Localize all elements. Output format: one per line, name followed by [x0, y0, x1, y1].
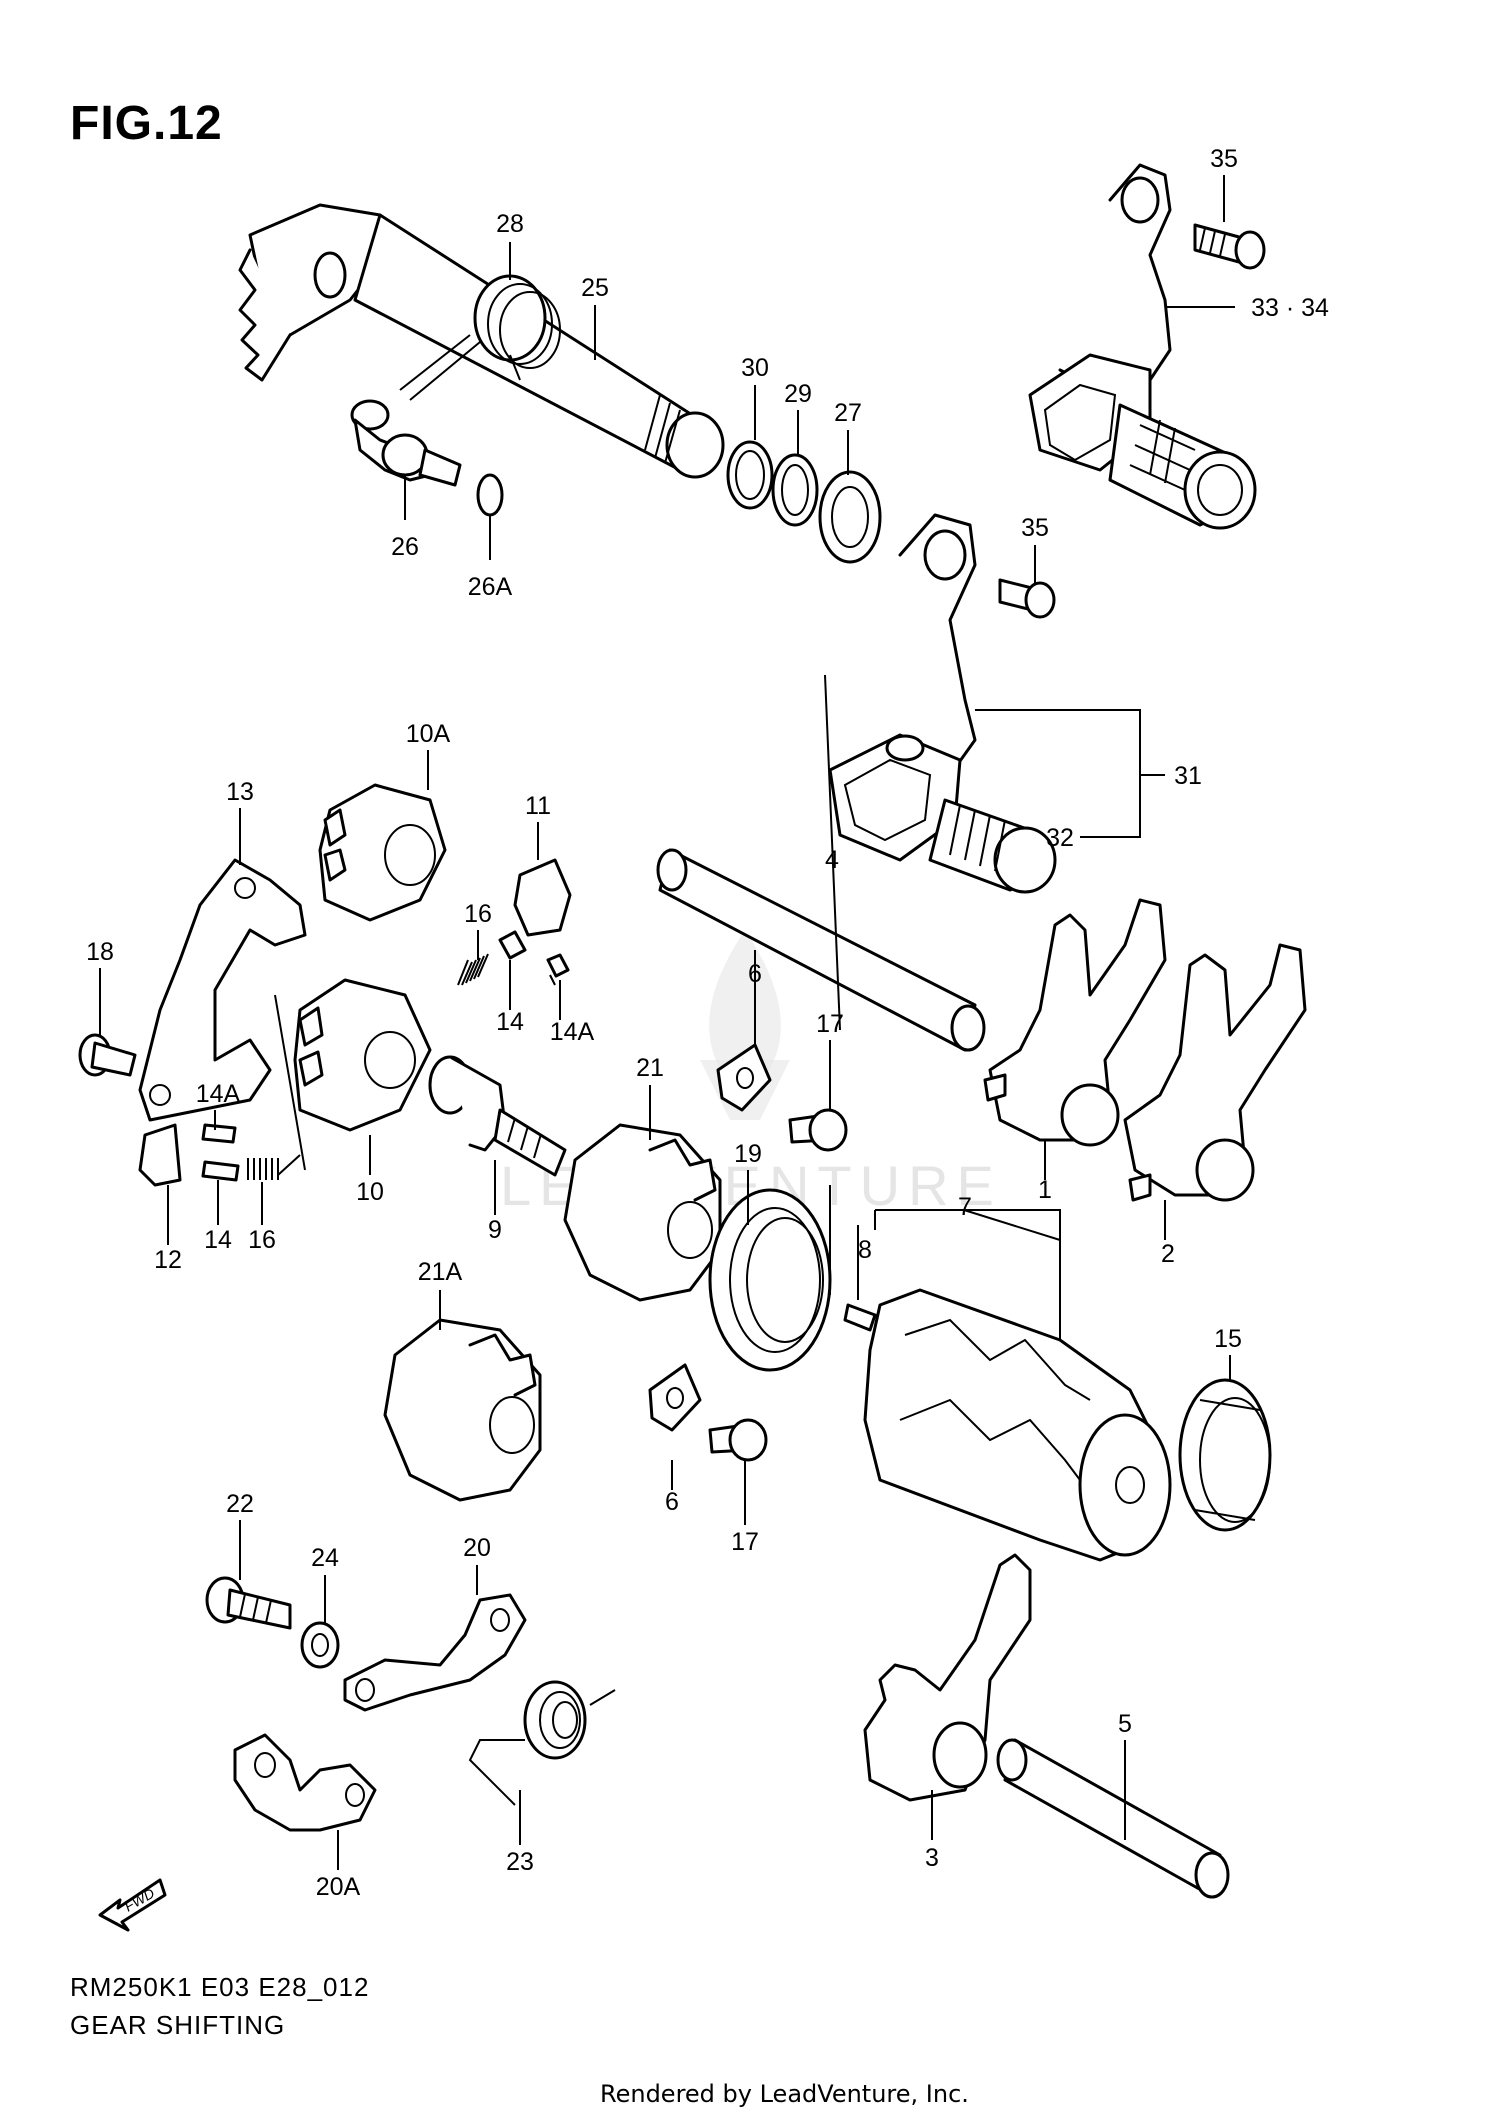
- part-11-pawl[interactable]: [513, 858, 572, 937]
- part-21-cam-drive-gear[interactable]: [563, 1123, 722, 1302]
- callout-3[interactable]: 3: [925, 1844, 939, 1872]
- callout-17-lower[interactable]: 17: [731, 1528, 759, 1556]
- part-19-bearing[interactable]: [708, 1188, 832, 1372]
- part-33-34-gearshift-lever[interactable]: [1028, 163, 1257, 530]
- callout-18[interactable]: 18: [86, 938, 114, 966]
- callout-28[interactable]: 28: [496, 210, 524, 238]
- part-21a-cam-drive-gear[interactable]: [383, 1318, 542, 1502]
- part-14a-pin-lower[interactable]: [201, 1123, 237, 1144]
- part-6-stopper-plate-upper[interactable]: [716, 1043, 772, 1112]
- callout-21a[interactable]: 21A: [418, 1258, 463, 1286]
- callout-labels: 28 25 30 29 27 26 26A 35 33 · 34 35 31 3…: [86, 145, 1329, 1901]
- part-14-pin-lower[interactable]: [201, 1160, 240, 1182]
- part-25-gearshift-shaft[interactable]: [238, 203, 725, 479]
- callout-17-upper[interactable]: 17: [816, 1010, 844, 1038]
- callout-33-34[interactable]: 33 · 34: [1251, 294, 1329, 322]
- figure-title: FIG.12: [70, 97, 223, 150]
- callout-25[interactable]: 25: [581, 274, 609, 302]
- model-code: RM250K1 E03 E28_012: [70, 1972, 370, 2002]
- part-20-gear-shift-cam-stopper[interactable]: [343, 1593, 527, 1712]
- part-5-gear-shift-fork-shaft[interactable]: [996, 1738, 1230, 1899]
- part-14-pin-upper[interactable]: [498, 930, 527, 960]
- callout-24[interactable]: 24: [311, 1544, 339, 1572]
- callout-26[interactable]: 26: [391, 533, 419, 561]
- callout-14-lower[interactable]: 14: [204, 1226, 232, 1254]
- callout-27[interactable]: 27: [834, 399, 862, 427]
- callout-14a-upper[interactable]: 14A: [550, 1018, 595, 1046]
- part-7-gear-shift-cam[interactable]: [863, 1288, 1172, 1562]
- callout-22[interactable]: 22: [226, 1490, 254, 1518]
- callout-10[interactable]: 10: [356, 1178, 384, 1206]
- part-18-screw[interactable]: [78, 1033, 137, 1077]
- callout-21[interactable]: 21: [636, 1054, 664, 1082]
- part-26a-washer[interactable]: [476, 473, 504, 517]
- callout-19[interactable]: 19: [734, 1140, 762, 1168]
- part-3-gear-shift-fork[interactable]: [863, 1553, 1032, 1802]
- part-20a-gear-shift-cam-stopper[interactable]: [233, 1733, 377, 1832]
- part-17-screw-lower[interactable]: [708, 1418, 768, 1462]
- part-17-screw-upper[interactable]: [788, 1108, 848, 1152]
- callout-13[interactable]: 13: [226, 778, 254, 806]
- callout-9[interactable]: 9: [488, 1216, 502, 1244]
- callout-6-upper[interactable]: 6: [748, 960, 762, 988]
- part-22-bolt[interactable]: [205, 1576, 292, 1630]
- part-10a-cam-driven-gear[interactable]: [318, 783, 447, 922]
- callout-16-lower[interactable]: 16: [248, 1226, 276, 1254]
- part-31-gearshift-lever-assy[interactable]: [828, 513, 977, 862]
- callout-14a-lower[interactable]: 14A: [196, 1080, 241, 1108]
- callout-6-lower[interactable]: 6: [665, 1488, 679, 1516]
- part-35-bolt-upper[interactable]: [1193, 223, 1266, 270]
- part-27-oil-seal[interactable]: [818, 470, 882, 564]
- callout-4[interactable]: 4: [825, 846, 839, 874]
- callout-14-upper[interactable]: 14: [496, 1008, 524, 1036]
- callout-7[interactable]: 7: [958, 1193, 972, 1221]
- callout-11[interactable]: 11: [525, 792, 551, 820]
- callout-8[interactable]: 8: [858, 1236, 872, 1264]
- fwd-arrow-icon: FWD: [98, 1878, 167, 1932]
- callout-5[interactable]: 5: [1118, 1710, 1132, 1738]
- part-14a-pin-upper[interactable]: [546, 953, 570, 986]
- part-26-stopper-bolt[interactable]: [350, 399, 462, 487]
- callout-12[interactable]: 12: [154, 1246, 182, 1274]
- callout-20[interactable]: 20: [463, 1534, 491, 1562]
- callout-2[interactable]: 2: [1161, 1240, 1175, 1268]
- part-29-washer[interactable]: [771, 453, 819, 527]
- callout-35-lower[interactable]: 35: [1021, 514, 1049, 542]
- part-23-cam-stopper-spring[interactable]: [468, 1680, 616, 1806]
- leader-lines: [99, 175, 1235, 1870]
- part-8-pin[interactable]: [843, 1303, 877, 1332]
- callout-16-upper[interactable]: 16: [464, 900, 492, 928]
- part-16-spring-upper[interactable]: [457, 953, 489, 986]
- part-4-gear-shift-fork-shaft[interactable]: [656, 848, 986, 1052]
- callout-26a[interactable]: 26A: [468, 573, 513, 601]
- part-9-gear-shift-cam-bolt[interactable]: [428, 1055, 567, 1177]
- part-15-needle-bearing[interactable]: [1178, 1378, 1272, 1532]
- callout-32[interactable]: 32: [1046, 824, 1074, 852]
- part-32-lever-rubber[interactable]: [928, 798, 1057, 894]
- section-name: GEAR SHIFTING: [70, 2010, 286, 2040]
- part-28-return-spring[interactable]: [399, 274, 561, 401]
- callout-20a[interactable]: 20A: [316, 1873, 361, 1901]
- part-1-gear-shift-fork[interactable]: [983, 898, 1167, 1147]
- credit-line: Rendered by LeadVenture, Inc.: [600, 2080, 969, 2108]
- bracket-10: [274, 994, 306, 1176]
- part-13-gear-shift-cam-plate[interactable]: [138, 858, 307, 1122]
- part-24-washer[interactable]: [300, 1621, 340, 1669]
- part-16-spring-lower[interactable]: [247, 1158, 279, 1180]
- callout-31[interactable]: 31: [1174, 762, 1202, 790]
- callout-1[interactable]: 1: [1038, 1176, 1052, 1204]
- callout-35-upper[interactable]: 35: [1210, 145, 1238, 173]
- callout-29[interactable]: 29: [784, 380, 812, 408]
- part-10-cam-driven-gear[interactable]: [293, 978, 432, 1132]
- callout-23[interactable]: 23: [506, 1848, 534, 1876]
- part-2-gear-shift-fork[interactable]: [1123, 943, 1307, 1202]
- callout-30[interactable]: 30: [741, 354, 769, 382]
- part-35-bolt-lower[interactable]: [998, 578, 1056, 619]
- callout-15[interactable]: 15: [1214, 1325, 1242, 1353]
- part-12-pawl[interactable]: [138, 1123, 182, 1187]
- callout-10a[interactable]: 10A: [406, 720, 451, 748]
- part-30-circlip[interactable]: [726, 440, 774, 510]
- part-6-stopper-plate-lower[interactable]: [648, 1363, 702, 1432]
